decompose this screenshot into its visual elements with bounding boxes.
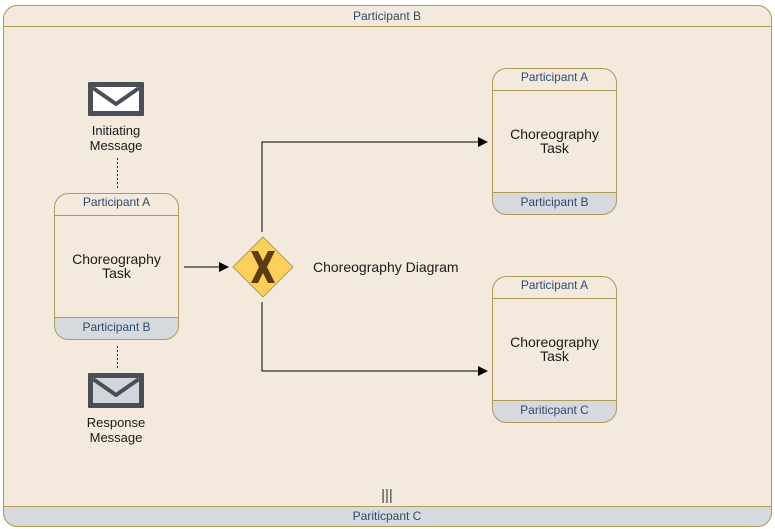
choreography-task-lower[interactable]: Participant A Choreography Task Pariticp…: [492, 276, 617, 424]
task-lower-bottom-band: [492, 400, 617, 423]
exclusive-gateway-x-icon: [251, 251, 275, 283]
envelope-icon: [88, 373, 144, 408]
outer-top-band: [3, 5, 772, 27]
task-upper-name-line1: Choreography: [510, 126, 599, 142]
task-main-name-line2: Task: [102, 265, 132, 281]
task-upper-initiating-participant: Participant A: [521, 70, 588, 84]
outer-bottom-participant-label: Pariticpant C: [353, 509, 422, 523]
outer-bottom-band: [3, 506, 772, 527]
task-upper-receiving-participant: Participant B: [520, 195, 588, 209]
exclusive-gateway[interactable]: [232, 236, 294, 298]
diagram-label: Choreography Diagram: [313, 259, 459, 275]
response-message-label-line1: Response: [87, 415, 146, 430]
outer-top-participant-label: Participant B: [353, 9, 421, 23]
initiating-message[interactable]: Initiating Message: [88, 82, 144, 153]
task-main-receiving-participant: Participant B: [82, 320, 150, 334]
initiating-message-label-line2: Message: [90, 138, 143, 153]
task-lower-name-line2: Task: [540, 348, 570, 364]
task-main-initiating-participant: Participant A: [83, 195, 150, 209]
sequence-flow-gateway-to-lower-task[interactable]: [261, 302, 488, 376]
choreography-task-main[interactable]: Participant A Choreography Task Particip…: [54, 193, 179, 341]
choreography-task-upper[interactable]: Participant A Choreography Task Particip…: [492, 68, 617, 216]
task-lower-receiving-participant: Pariticpant C: [520, 403, 589, 417]
response-message-label-line2: Message: [90, 430, 143, 445]
task-lower-name-line1: Choreography: [510, 334, 599, 350]
task-lower-initiating-participant: Participant A: [521, 278, 588, 292]
sequence-flow-gateway-to-upper-task[interactable]: [261, 137, 488, 232]
response-message[interactable]: Response Message: [87, 373, 146, 445]
task-upper-bottom-band: [492, 192, 617, 215]
multi-instance-marker: |||: [381, 487, 393, 504]
task-main-bottom-band: [54, 317, 179, 340]
task-upper-name-line2: Task: [540, 140, 570, 156]
initiating-message-label-line1: Initiating: [92, 123, 140, 138]
task-main-name-line1: Choreography: [72, 251, 161, 267]
envelope-icon: [88, 82, 144, 116]
